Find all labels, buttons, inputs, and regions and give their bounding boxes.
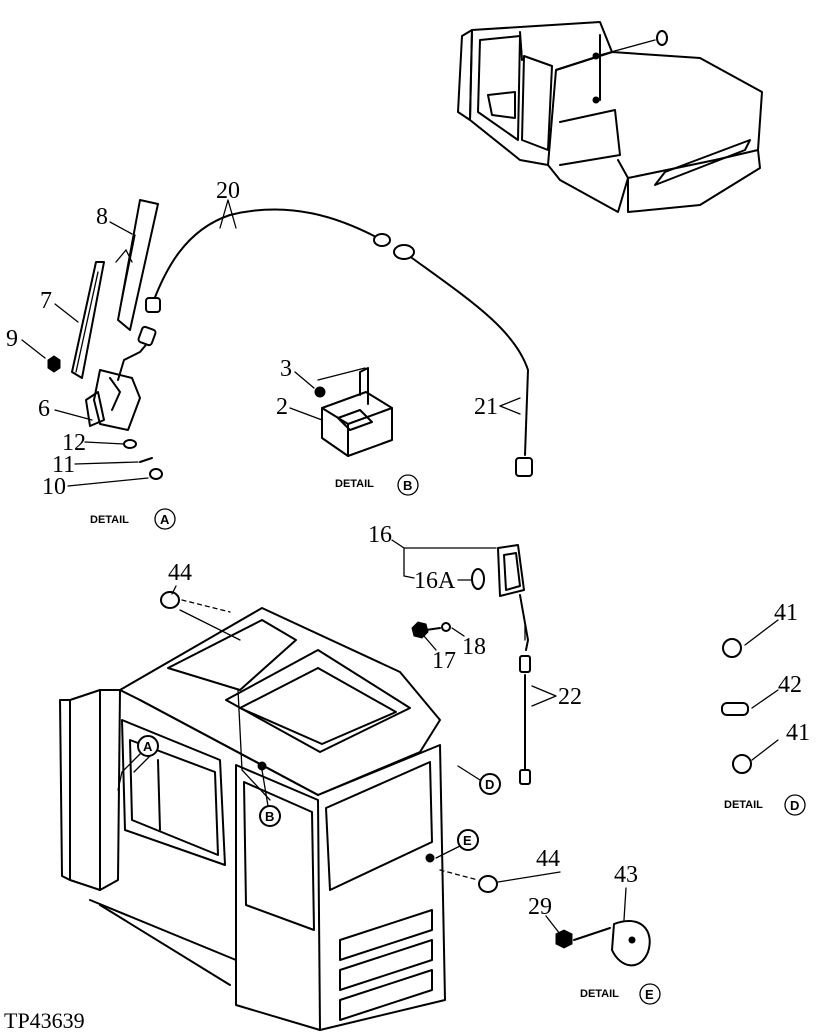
detail-d-label: DETAIL D <box>724 794 806 816</box>
detail-b-part-drawing <box>314 367 393 457</box>
detail-d-letter: D <box>790 798 799 813</box>
cab-marker-e-letter: E <box>463 833 472 848</box>
machine-overview-drawing <box>457 21 763 213</box>
detail-e-letter: E <box>645 987 654 1002</box>
cab-marker-d: D <box>457 765 501 795</box>
callout-3: 3 <box>280 356 292 382</box>
callout-44-top: 44 <box>168 560 192 586</box>
cab-marker-a-letter: A <box>143 739 153 754</box>
callout-6: 6 <box>38 396 50 422</box>
callout-2: 2 <box>276 394 288 420</box>
callout-21: 21 <box>474 394 498 420</box>
callout-17: 17 <box>432 648 456 674</box>
callout-9: 9 <box>6 326 18 352</box>
callout-7: 7 <box>40 288 52 314</box>
callout-10: 10 <box>42 474 66 500</box>
figure-id: TP43639 <box>4 1008 85 1033</box>
cab-marker-b-letter: B <box>265 809 274 824</box>
cab-marker-b: B <box>259 769 281 827</box>
callout-16a: 16A <box>414 568 456 594</box>
detail-e-label: DETAIL E <box>580 983 661 1005</box>
callout-41-top: 41 <box>774 600 798 626</box>
detail-e-text: DETAIL <box>580 988 619 1000</box>
plug-44-drawing <box>160 591 498 893</box>
detail-e-parts-drawing <box>555 919 651 967</box>
callout-12: 12 <box>62 430 86 456</box>
callout-11: 11 <box>52 452 75 478</box>
leader-lines <box>21 199 779 935</box>
callout-29: 29 <box>528 894 552 920</box>
callout-18: 18 <box>462 634 486 660</box>
detail-d-text: DETAIL <box>724 799 763 811</box>
detail-b-letter: B <box>403 478 412 493</box>
callout-44-bottom: 44 <box>536 846 560 872</box>
callout-43: 43 <box>614 862 638 888</box>
callout-8: 8 <box>96 204 108 230</box>
detail-a-label: DETAIL A <box>90 508 176 530</box>
callout-41-bottom: 41 <box>786 720 810 746</box>
cable-20 <box>145 208 533 477</box>
cab-drawing <box>59 607 446 1031</box>
detail-b-label: DETAIL B <box>335 474 419 496</box>
detail-a-letter: A <box>160 512 170 527</box>
detail-a-text: DETAIL <box>90 514 129 526</box>
callout-20: 20 <box>216 178 240 204</box>
callout-42: 42 <box>778 672 802 698</box>
cab-marker-a: A <box>117 735 159 791</box>
callout-16: 16 <box>368 522 392 548</box>
detail-b-text: DETAIL <box>335 478 374 490</box>
cab-marker-e: E <box>435 829 479 859</box>
callout-22: 22 <box>558 684 582 710</box>
work-light-assembly-drawing <box>411 544 531 785</box>
detail-d-parts-drawing <box>721 638 752 774</box>
cab-marker-d-letter: D <box>485 777 494 792</box>
